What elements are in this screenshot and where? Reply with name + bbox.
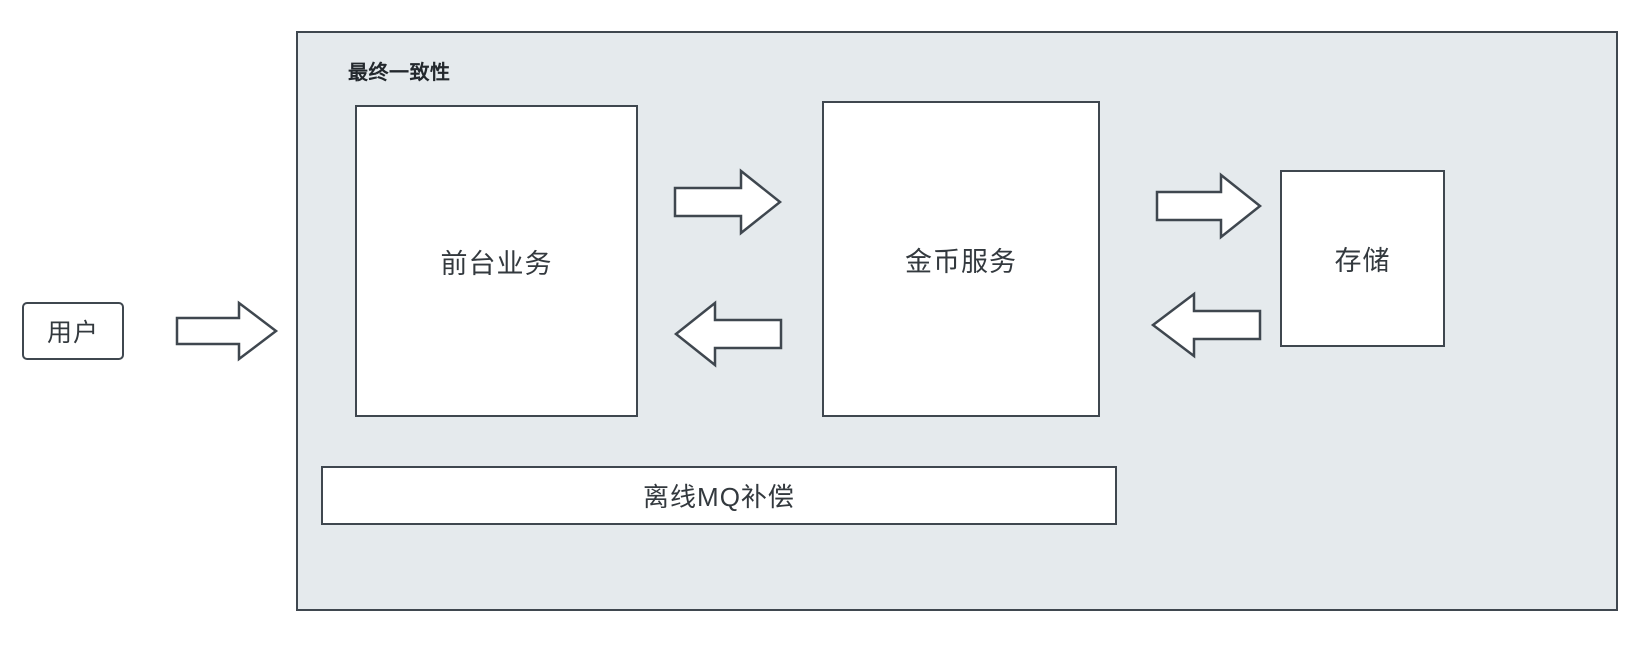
node-user-label: 用户 — [46, 319, 99, 347]
node-storage-label: 存储 — [1334, 246, 1391, 276]
node-offline-mq-compensation-label: 离线MQ补偿 — [643, 482, 795, 512]
node-front-office-label: 前台业务 — [440, 248, 553, 279]
arrow-left-icon-storage-to-coin-service — [1150, 291, 1262, 359]
group-title-label: 最终一致性 — [348, 62, 451, 84]
node-front-office[interactable]: 前台业务 — [355, 105, 638, 417]
arrow-right-icon-coin-service-to-storage — [1155, 172, 1263, 240]
arrow-right-icon-front-office-to-coin-service — [673, 168, 783, 236]
node-storage[interactable]: 存储 — [1280, 170, 1445, 347]
node-coin-service[interactable]: 金币服务 — [822, 101, 1100, 417]
arrow-right-icon-user-to-front-office — [175, 300, 279, 362]
node-coin-service-label: 金币服务 — [905, 246, 1017, 277]
node-offline-mq-compensation[interactable]: 离线MQ补偿 — [321, 466, 1117, 525]
arrow-left-icon-coin-service-to-front-office — [673, 300, 783, 368]
node-user[interactable]: 用户 — [22, 302, 124, 360]
